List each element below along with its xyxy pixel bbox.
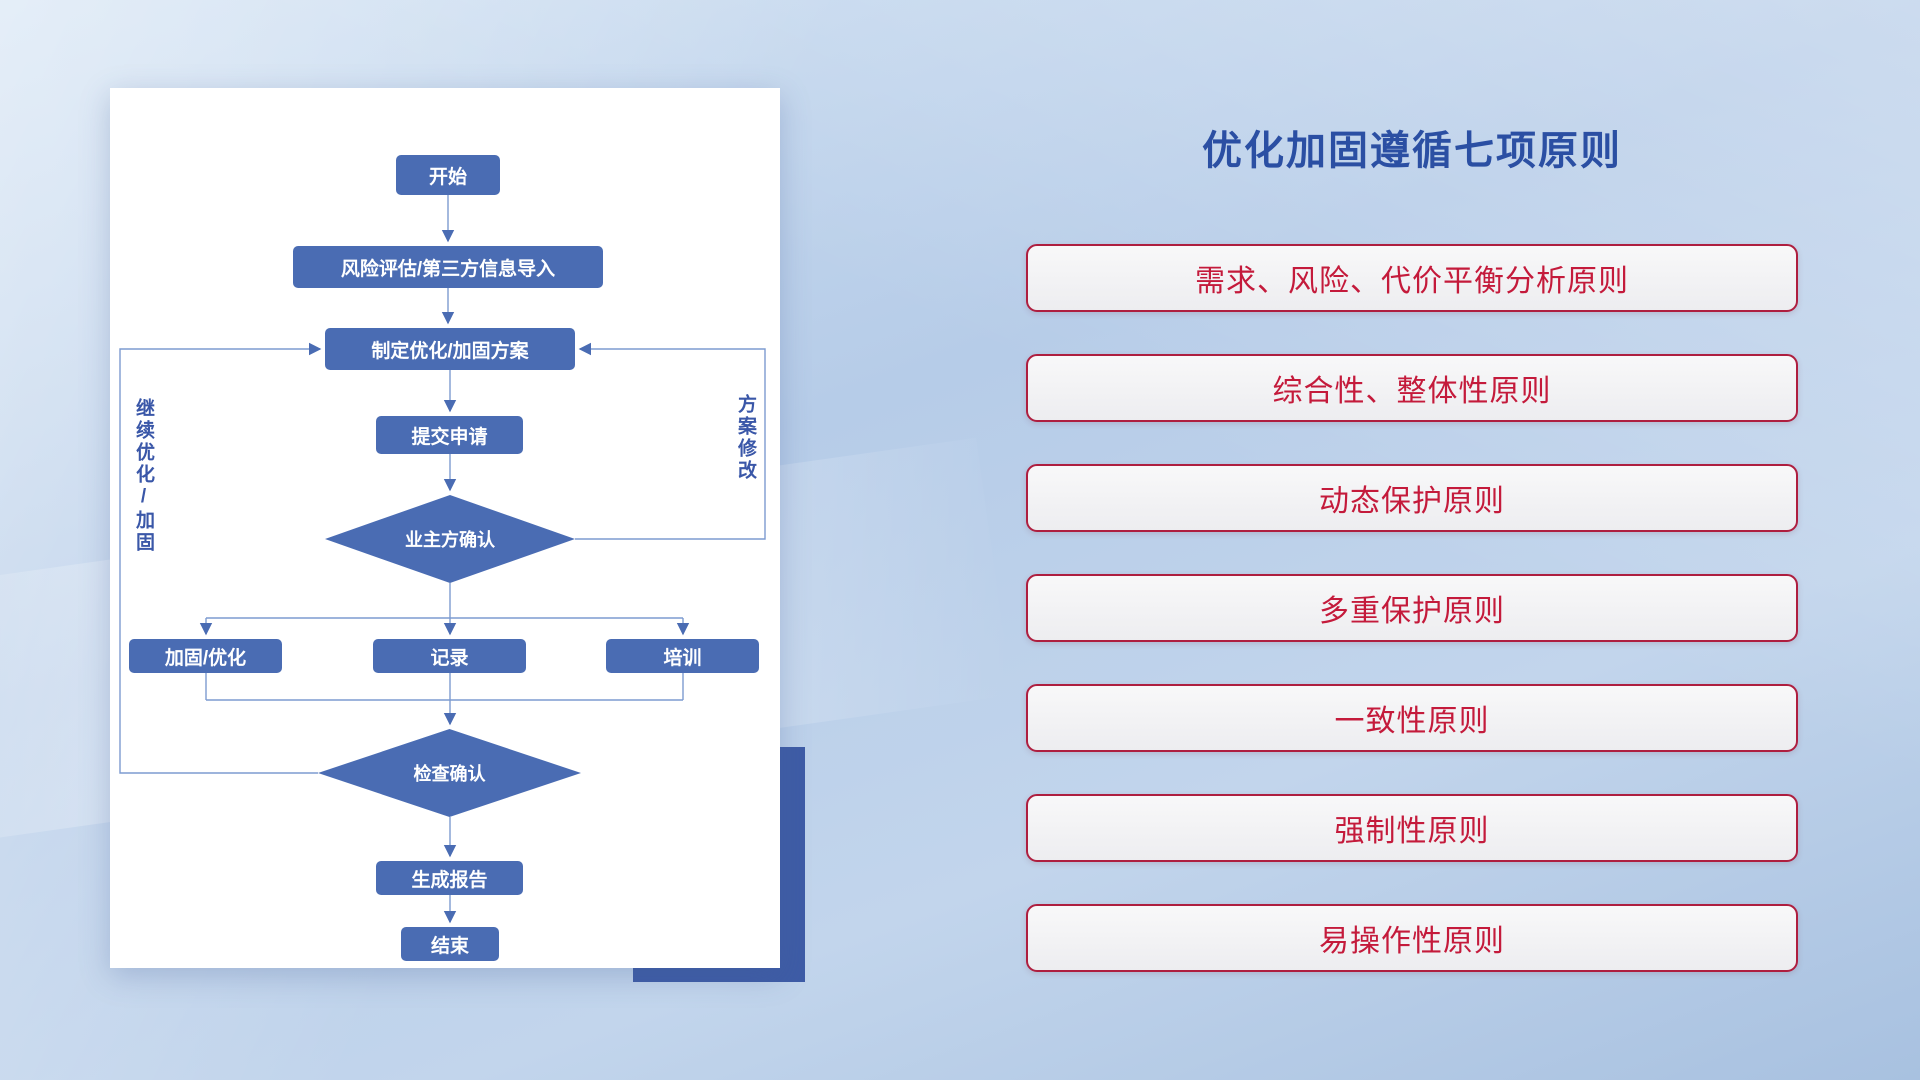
principle-item: 动态保护原则 (1026, 464, 1798, 532)
flowchart-card: 开始 风险评估/第三方信息导入 制定优化/加固方案 提交申请 业主方确认 加固/… (110, 88, 780, 968)
flow-node-plan: 制定优化/加固方案 (325, 328, 575, 370)
flow-node-report: 生成报告 (376, 861, 523, 895)
flow-node-end: 结束 (401, 927, 499, 961)
flow-node-start: 开始 (396, 155, 500, 195)
principle-item: 多重保护原则 (1026, 574, 1798, 642)
principle-item: 需求、风险、代价平衡分析原则 (1026, 244, 1798, 312)
principle-item: 易操作性原则 (1026, 904, 1798, 972)
flow-node-record: 记录 (373, 639, 526, 673)
flow-node-risk-import: 风险评估/第三方信息导入 (293, 246, 603, 288)
loop-label-plan-revision: 方案修改 (735, 394, 756, 482)
flow-node-submit: 提交申请 (376, 416, 523, 454)
flowchart-connectors (119, 195, 766, 924)
principle-item: 综合性、整体性原则 (1026, 354, 1798, 422)
principle-item: 强制性原则 (1026, 794, 1798, 862)
flow-node-training: 培训 (606, 639, 759, 673)
flow-node-harden: 加固/优化 (129, 639, 282, 673)
principles-list: 需求、风险、代价平衡分析原则 综合性、整体性原则 动态保护原则 多重保护原则 一… (1026, 244, 1798, 1014)
panel-title: 优化加固遵循七项原则 (1202, 129, 1622, 173)
principle-item: 一致性原则 (1026, 684, 1798, 752)
loop-label-continue-optimize: 继续优化/加固 (133, 398, 154, 554)
